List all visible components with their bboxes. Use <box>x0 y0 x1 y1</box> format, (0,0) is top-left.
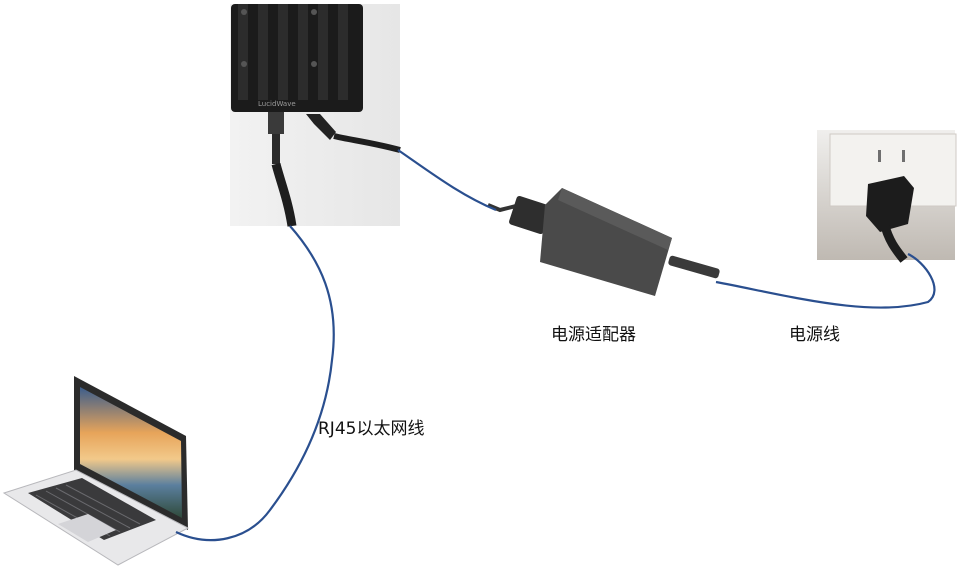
power-adapter-icon <box>487 188 720 296</box>
gateway-device-icon: LucidWave <box>230 4 401 227</box>
laptop-icon <box>2 376 190 566</box>
device-logo: LucidWave <box>258 100 296 108</box>
ethernet-cable <box>175 225 335 542</box>
power-adapter-label: 电源适配器 <box>551 325 636 345</box>
power-cord-label: 电源线 <box>789 325 840 345</box>
wall-outlet-icon <box>817 130 957 263</box>
ethernet-cable-label: RJ45以太网线 <box>318 419 425 439</box>
power-cord <box>715 253 936 309</box>
dc-cable <box>397 149 497 212</box>
